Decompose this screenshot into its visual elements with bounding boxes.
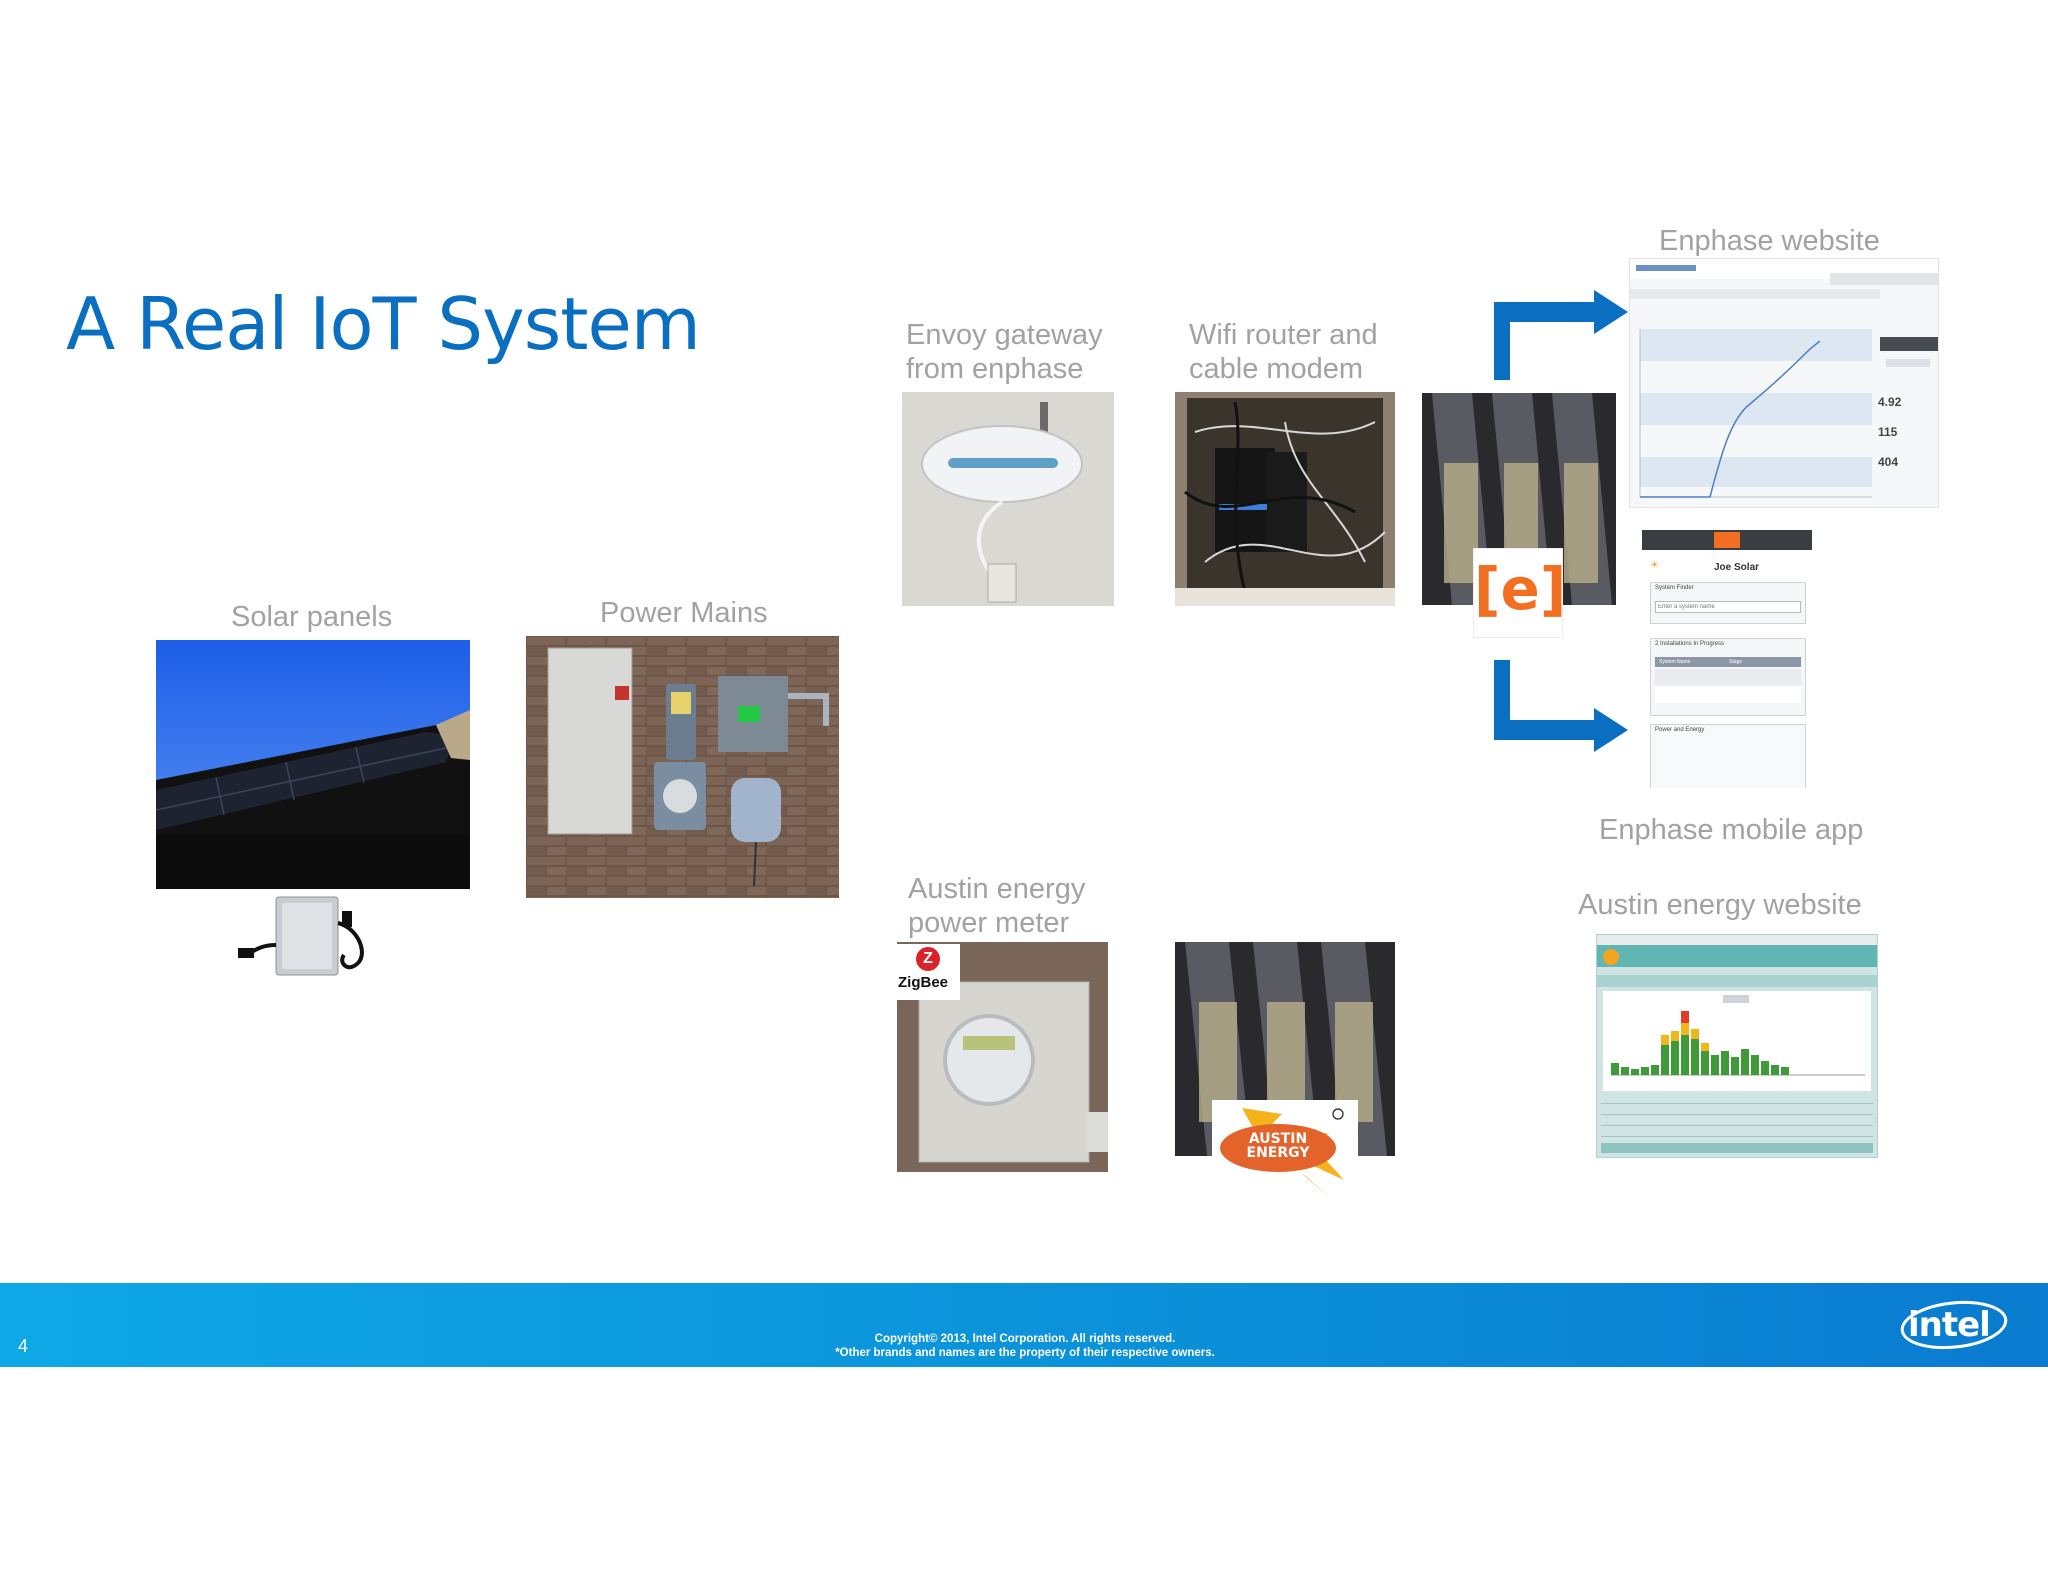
footer-bar [0, 1283, 2048, 1367]
caption-power-mains: Power Mains [600, 597, 768, 629]
caption-enphase-website: Enphase website [1659, 225, 1880, 257]
system-search-input[interactable] [1655, 601, 1801, 613]
caption-envoy-line2: from enphase [906, 353, 1084, 385]
col-system-name: System Name [1659, 659, 1691, 665]
austin-energy-logo: AUSTIN ENERGY [1212, 1100, 1358, 1206]
col-stage: Stage [1729, 659, 1743, 665]
austin-website-list [1601, 1093, 1873, 1137]
enphase-logo-text: [e] [1474, 555, 1567, 623]
caption-enphase-mobile-app: Enphase mobile app [1599, 814, 1864, 846]
enphase-mobile-screenshot: ☀ Joe Solar System Finder 2 Installation… [1642, 530, 1812, 788]
table-row[interactable] [1655, 669, 1801, 685]
page-number: 4 [18, 1336, 29, 1356]
zigbee-logo-text: ZigBee [898, 974, 949, 991]
zigbee-mark-icon: Z [916, 947, 940, 971]
solar-panels-photo [156, 640, 470, 889]
list-item[interactable] [1601, 1126, 1873, 1137]
website-metric-3: 404 [1878, 455, 1899, 469]
caption-austin-website: Austin energy website [1578, 889, 1862, 921]
power-energy-panel: Power and Energy [1650, 724, 1806, 788]
wifi-router-photo [1175, 392, 1395, 606]
intel-logo-text: intel [1908, 1305, 1991, 1345]
list-item[interactable] [1601, 1115, 1873, 1126]
austin-energy-logo-text: AUSTIN ENERGY [1228, 1132, 1328, 1160]
austin-energy-logo-line2: ENERGY [1246, 1145, 1310, 1161]
mobile-app-logo [1714, 532, 1740, 548]
installations-heading: 2 Installations In Progress [1655, 641, 1725, 647]
copyright-line2: *Other brands and names are the property… [835, 1347, 1215, 1359]
copyright-notice: Copyright© 2013, Intel Corporation. All … [780, 1332, 1270, 1360]
enphase-logo: [e] [1473, 548, 1567, 638]
caption-wifi-router: Wifi router and cable modem [1189, 318, 1378, 386]
power-energy-heading: Power and Energy [1655, 727, 1705, 733]
intel-logo: intel [1898, 1297, 2010, 1353]
caption-austin-meter-line1: Austin energy [908, 873, 1086, 905]
caption-austin-meter: Austin energy power meter [908, 872, 1085, 940]
list-item[interactable] [1601, 1104, 1873, 1115]
website-metric-2: 115 [1878, 425, 1898, 439]
caption-austin-meter-line2: power meter [908, 907, 1070, 939]
caption-wifi-line2: cable modem [1189, 353, 1364, 385]
arrow-to-mobile-app [1494, 660, 1628, 752]
austin-website-screenshot [1596, 934, 1878, 1158]
austin-energy-logo-line1: AUSTIN [1248, 1131, 1308, 1147]
austin-website-footer-bar [1601, 1143, 1873, 1153]
system-finder-label: System Finder [1655, 585, 1694, 591]
slide-title: A Real IoT System [66, 282, 701, 366]
envoy-gateway-photo [902, 392, 1114, 606]
mobile-app-header [1642, 530, 1812, 550]
list-item[interactable] [1601, 1093, 1873, 1104]
arrow-to-website [1494, 290, 1628, 380]
enphase-website-screenshot: 4.92 115 404 [1629, 258, 1939, 508]
website-metrics: 4.92 115 404 [1878, 387, 1901, 477]
austin-usage-bars [1611, 1011, 1865, 1075]
caption-envoy-gateway: Envoy gateway from enphase [906, 318, 1103, 386]
website-metric-1: 4.92 [1878, 395, 1902, 409]
copyright-line1: Copyright© 2013, Intel Corporation. All … [874, 1333, 1176, 1345]
table-row[interactable] [1655, 687, 1801, 703]
mobile-user-name: Joe Solar [1714, 562, 1760, 573]
installations-panel: 2 Installations In Progress System Name … [1650, 638, 1806, 716]
installations-table-header: System Name Stage [1655, 657, 1801, 667]
caption-wifi-line1: Wifi router and [1189, 319, 1378, 351]
zigbee-logo: Z ZigBee [896, 944, 960, 1000]
micro-inverter-photo [238, 893, 386, 983]
power-mains-photo [526, 636, 839, 898]
mobile-sun-logo: ☀ [1650, 560, 1659, 571]
austin-power-meter-photo [897, 942, 1108, 1172]
caption-envoy-line1: Envoy gateway [906, 319, 1103, 351]
system-finder-panel: System Finder [1650, 582, 1806, 624]
caption-solar-panels: Solar panels [231, 601, 393, 633]
